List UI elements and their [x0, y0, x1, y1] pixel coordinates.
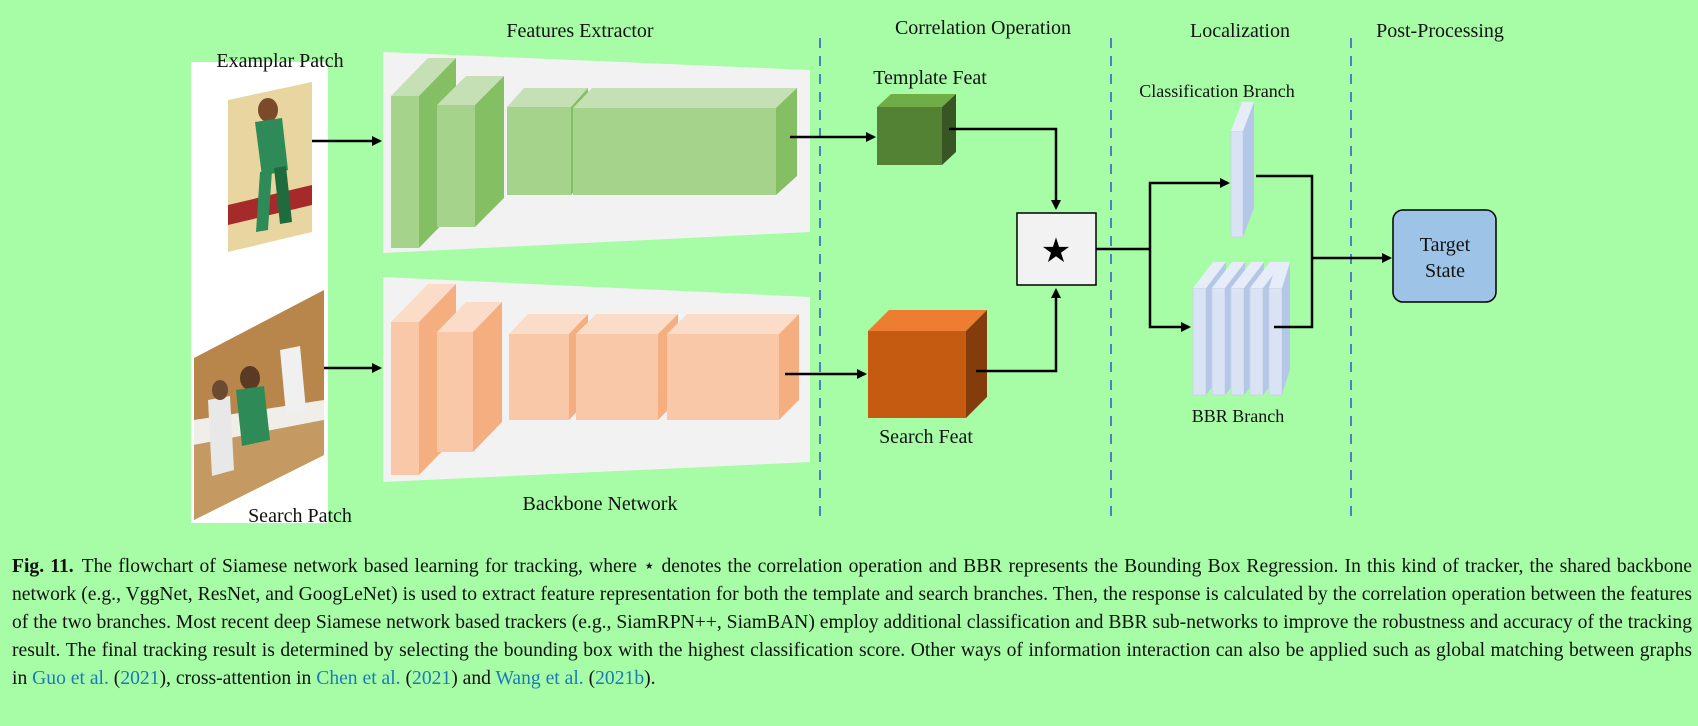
template-feat-label: Template Feat	[873, 67, 987, 89]
caption-text-3: ) and	[451, 668, 491, 689]
bbr-layer-5	[1268, 262, 1290, 396]
arrow-template-feat-to-correlation	[949, 127, 1061, 210]
search-patch-label: Search Patch	[248, 505, 352, 527]
section-title-post-processing: Post-Processing	[1376, 20, 1504, 42]
arrow-to-bbr-branch	[1148, 249, 1191, 332]
template-feat-cube	[877, 94, 956, 165]
caption-text-1: The flowchart of Siamese network based l…	[12, 556, 1692, 689]
search-feat-cube	[868, 310, 987, 418]
bbr-branch-label: BBR Branch	[1192, 406, 1285, 426]
search-block-2	[437, 302, 502, 452]
connector-classification-out	[1256, 174, 1314, 258]
search-block-4	[576, 314, 678, 420]
citation-chen-year[interactable]: 2021	[412, 668, 452, 689]
siamese-flowchart: Features Extractor Correlation Operation…	[191, 17, 1504, 527]
search-feat-label: Search Feat	[879, 426, 973, 448]
figure-caption: Fig. 11.The flowchart of Siamese network…	[12, 556, 1692, 689]
search-backbone	[383, 277, 810, 482]
arrow-to-classification-branch	[1148, 178, 1230, 249]
citation-guo-author[interactable]: Guo et al.	[32, 668, 109, 689]
search-block-3	[509, 314, 588, 420]
citation-chen-author[interactable]: Chen et al.	[316, 668, 401, 689]
correlation-star-icon: ★	[1041, 231, 1071, 271]
caption-text-2: ), cross-attention in	[159, 668, 312, 689]
caption-text-4: ).	[644, 668, 656, 689]
section-title-correlation-operation: Correlation Operation	[895, 17, 1071, 39]
classification-branch-label: Classification Branch	[1139, 81, 1294, 101]
correlation-box: ★	[1016, 212, 1097, 286]
section-title-localization: Localization	[1190, 20, 1290, 42]
figure-label: Fig. 11.	[12, 556, 74, 577]
exemplar-patch-image	[228, 82, 312, 252]
template-block-2	[437, 76, 504, 227]
connector-bbr-out	[1274, 258, 1314, 329]
section-title-features-extractor: Features Extractor	[506, 20, 653, 42]
citation-wang-author[interactable]: Wang et al.	[495, 668, 584, 689]
target-state-label-line2: State	[1425, 260, 1465, 282]
template-block-5	[664, 88, 797, 195]
search-block-5	[667, 314, 799, 420]
arrow-search-feat-to-correlation	[976, 288, 1061, 373]
search-patch-image	[194, 290, 324, 520]
bbr-branch	[1192, 262, 1290, 396]
classification-branch	[1230, 102, 1254, 238]
target-state-box: Target State	[1392, 209, 1497, 303]
input-patches: Examplar Patch Search Patch	[191, 50, 352, 527]
citation-wang-year[interactable]: 2021b	[595, 668, 645, 689]
exemplar-patch-label: Examplar Patch	[216, 50, 343, 72]
citation-guo-year[interactable]: 2021	[120, 668, 160, 689]
backbone-network-label: Backbone Network	[523, 493, 678, 515]
template-backbone	[383, 52, 810, 253]
target-state-label-line1: Target	[1420, 234, 1471, 256]
section-dividers	[819, 38, 1352, 516]
